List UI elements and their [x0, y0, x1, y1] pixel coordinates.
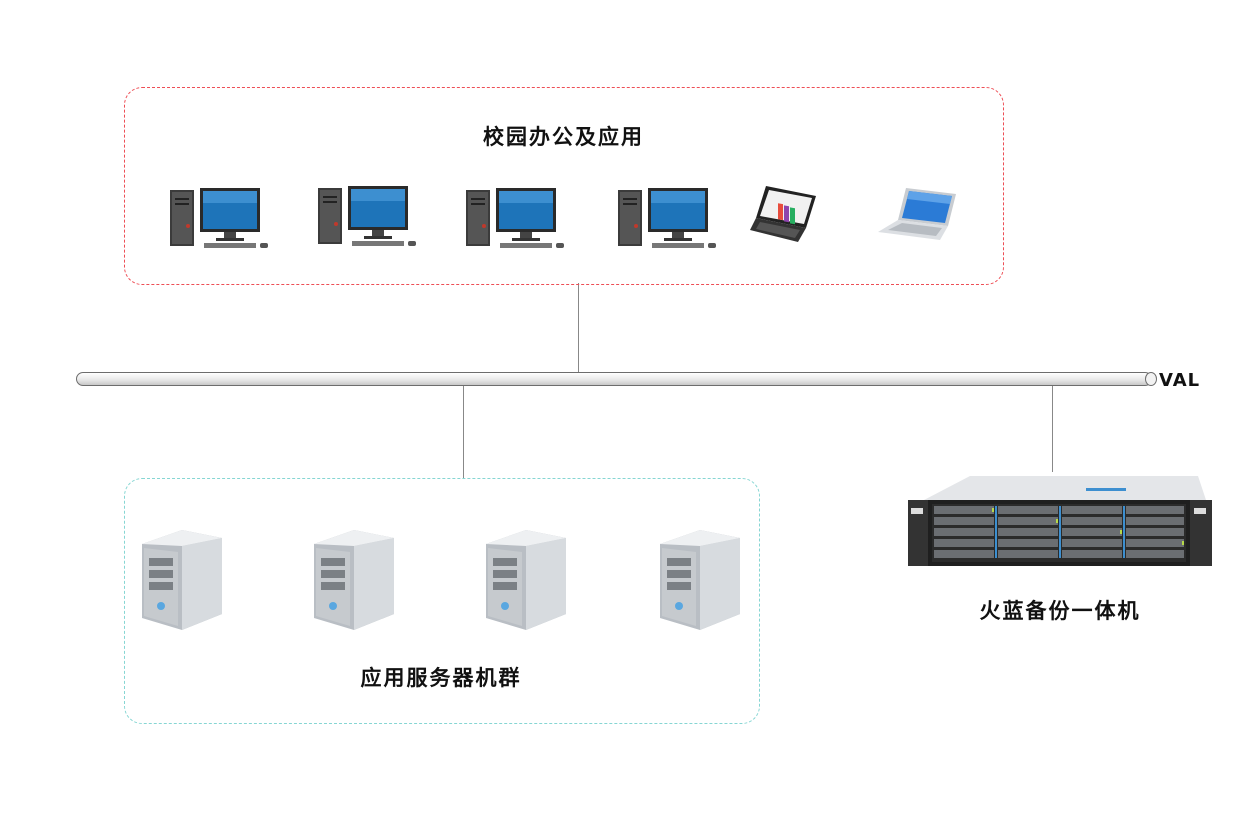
- backup-uplink-line: [1052, 384, 1053, 472]
- laptop-icon: [878, 188, 956, 240]
- backup-appliance-title: 火蓝备份一体机: [979, 599, 1141, 623]
- desktop-pc-icon: [170, 188, 268, 248]
- laptop-icon: [750, 186, 816, 242]
- cluster-uplink-line: [463, 384, 464, 478]
- bus-end-cap: [1145, 372, 1157, 386]
- office-uplink-line: [578, 283, 579, 373]
- rack-storage-server-icon: [908, 476, 1212, 566]
- desktop-pc-icon: [318, 186, 416, 246]
- bus-label: VAL: [1159, 370, 1201, 391]
- server-cluster-title: 应用服务器机群: [360, 666, 522, 690]
- network-bus: [76, 372, 1157, 386]
- office-group-title: 校园办公及应用: [483, 125, 644, 149]
- tower-server-icon: [660, 530, 740, 630]
- tower-server-icon: [142, 530, 222, 630]
- tower-server-icon: [486, 530, 566, 630]
- desktop-pc-icon: [618, 188, 716, 248]
- server-cluster-box: [124, 478, 760, 724]
- desktop-pc-icon: [466, 188, 564, 248]
- tower-server-icon: [314, 530, 394, 630]
- office-group-box: [124, 87, 1004, 285]
